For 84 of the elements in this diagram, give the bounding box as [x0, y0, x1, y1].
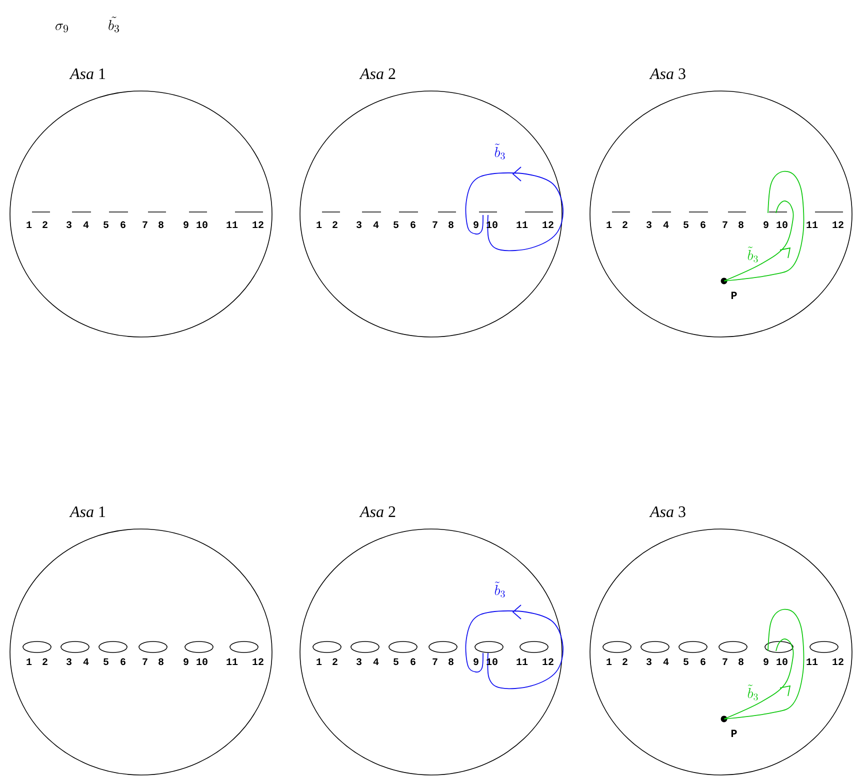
point-number: 2 [42, 221, 48, 228]
point-number: 2 [332, 658, 338, 665]
point-number: 7 [142, 221, 148, 228]
point-number: 6 [700, 221, 706, 228]
loop-label: $\tilde{b}_3$ [494, 582, 505, 598]
point-number: 7 [432, 658, 438, 665]
disk-heading: Asa 1 [69, 68, 106, 80]
point-number: 2 [622, 658, 628, 665]
point-number: 6 [700, 658, 706, 666]
point-number: 1 [316, 658, 322, 665]
disk-heading: Asa 3 [649, 68, 686, 80]
point-number: 9 [184, 221, 188, 228]
point-number: 4 [663, 221, 669, 228]
point-number: 7 [722, 221, 728, 228]
point-number: 6 [120, 221, 126, 228]
point-number: 2 [42, 658, 48, 665]
point-number: 7 [722, 658, 728, 665]
point-number: 4 [663, 658, 669, 665]
formula-label: $\sigma_9$ [56, 24, 68, 32]
point-number: 12 [832, 221, 844, 228]
point-number: 12 [832, 658, 844, 665]
point-number: 4 [83, 221, 89, 228]
point-number: 3 [646, 221, 652, 228]
point-number: 2 [622, 221, 628, 228]
point-number: 10 [776, 658, 788, 666]
point-number: 7 [142, 658, 148, 665]
point-number: 12 [542, 221, 554, 228]
point-number: 3 [356, 658, 362, 666]
point-number: 11 [226, 221, 238, 228]
point-number: 5 [394, 658, 398, 666]
point-number: 8 [448, 658, 454, 666]
point-number: 6 [120, 658, 126, 666]
formula-label: $\tilde{b_3}$ [108, 16, 120, 32]
point-number: 5 [394, 221, 398, 228]
disk-heading: Asa 2 [359, 506, 396, 518]
point-number: 9 [474, 658, 478, 666]
point-number: 4 [373, 221, 379, 228]
point-number: 3 [66, 658, 72, 666]
point-number: 3 [356, 221, 362, 228]
point-number: 5 [684, 221, 688, 228]
point-number: 1 [316, 221, 322, 228]
point-number: 1 [26, 221, 32, 228]
point-number: 8 [738, 658, 744, 666]
loop-label: $\tilde{b}_3$ [494, 144, 505, 160]
point-number: 3 [646, 658, 652, 666]
point-number: 11 [516, 221, 528, 228]
point-number: 11 [516, 658, 528, 665]
point-number: 9 [184, 658, 188, 666]
point-number: 6 [410, 658, 416, 666]
point-number: 8 [448, 221, 454, 228]
point-number: 11 [806, 658, 818, 665]
point-number: 1 [606, 221, 612, 228]
point-label: P [731, 730, 737, 737]
loop-label: $\tilde{b}_3$ [748, 684, 758, 700]
point-number: 8 [738, 221, 744, 228]
loop-label: $\tilde{b}_3$ [748, 246, 758, 262]
point-number: 12 [252, 221, 264, 228]
disk-heading: Asa 2 [359, 68, 396, 80]
point-number: 9 [474, 221, 478, 228]
point-number: 9 [764, 221, 768, 228]
point-number: 10 [776, 221, 788, 228]
point-number: 1 [606, 658, 612, 665]
point-number: 6 [410, 221, 416, 228]
point-number: 1 [26, 658, 32, 665]
point-number: 9 [764, 658, 768, 666]
point-label: P [731, 292, 737, 299]
point-number: 11 [806, 221, 818, 228]
point-number: 4 [83, 658, 89, 665]
point-number: 8 [158, 221, 164, 228]
point-number: 3 [66, 221, 72, 228]
point-number: 10 [196, 658, 208, 666]
point-number: 5 [104, 658, 108, 666]
point-number: 5 [684, 658, 688, 666]
point-number: 2 [332, 221, 338, 228]
point-number: 7 [432, 221, 438, 228]
point-number: 10 [196, 221, 208, 228]
point-number: 11 [226, 658, 238, 665]
point-number: 5 [104, 221, 108, 228]
disk-heading: Asa 3 [649, 506, 686, 518]
disk-heading: Asa 1 [69, 506, 106, 518]
point-number: 12 [252, 658, 264, 665]
point-number: 4 [373, 658, 379, 665]
point-number: 8 [158, 658, 164, 666]
point-number: 12 [542, 658, 554, 665]
